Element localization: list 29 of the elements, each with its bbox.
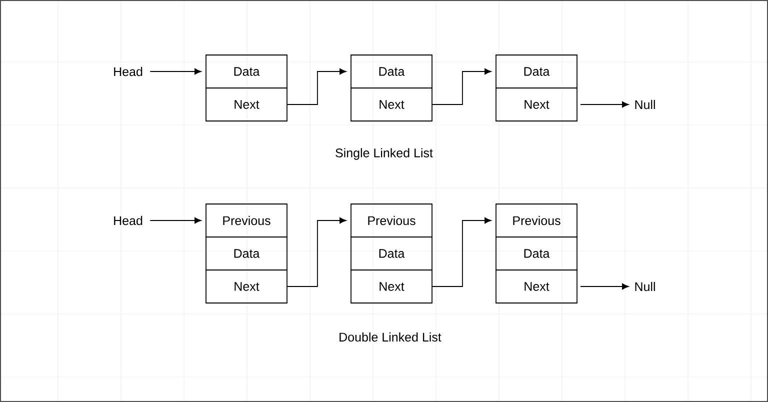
arrow <box>150 68 202 75</box>
arrow <box>287 68 346 105</box>
arrow <box>287 217 346 287</box>
pointer-label: Null <box>635 100 655 110</box>
caption: Single Linked List <box>336 148 433 160</box>
list-cell: Data <box>496 54 578 88</box>
list-cell: Next <box>496 88 578 122</box>
arrow <box>432 217 492 287</box>
list-cell: Previous <box>350 204 432 238</box>
list-cell: Previous <box>206 204 288 238</box>
list-cell: Data <box>206 236 288 270</box>
list-cell: Data <box>496 236 578 270</box>
list-cell: Data <box>350 236 432 270</box>
list-cell: Next <box>350 270 432 304</box>
caption: Double Linked List <box>340 332 442 342</box>
pointer-label: Head <box>114 216 142 226</box>
list-cell: Next <box>350 88 432 122</box>
list-cell: Data <box>350 54 432 88</box>
list-cell: Next <box>206 270 288 304</box>
pointer-label: Head <box>114 66 142 76</box>
pointer-label: Null <box>635 282 655 292</box>
arrow <box>432 68 492 105</box>
list-cell: Next <box>206 88 288 122</box>
list-cell: Next <box>496 270 578 304</box>
arrow <box>580 101 629 108</box>
arrow <box>150 217 202 224</box>
arrow <box>580 283 629 290</box>
list-cell: Data <box>206 54 288 88</box>
list-cell: Previous <box>496 204 578 238</box>
